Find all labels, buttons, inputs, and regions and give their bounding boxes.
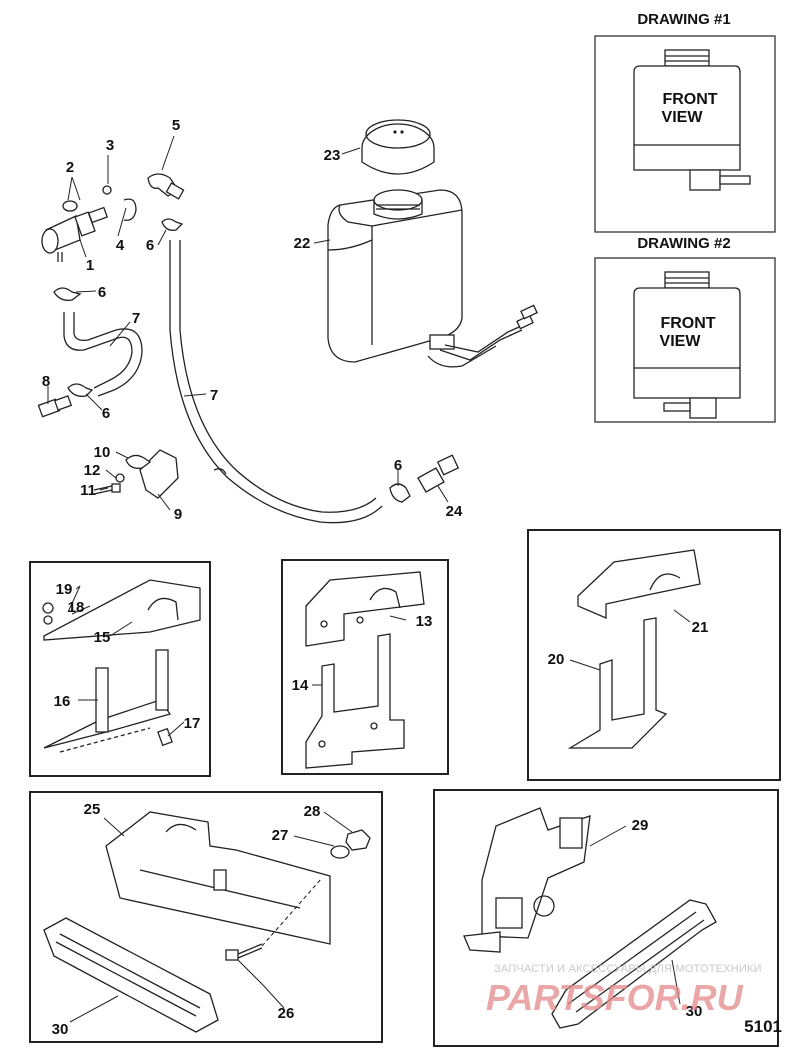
leader-lines <box>47 135 691 1023</box>
callout-9: 9 <box>174 506 182 523</box>
reservoir-cap <box>361 119 435 175</box>
callout-7-long-hose: 7 <box>210 387 218 404</box>
hose-long <box>169 240 383 524</box>
callout-16: 16 <box>54 693 71 710</box>
callout-17: 17 <box>184 715 201 732</box>
callout-labels: 1 2 3 4 5 6 6 6 6 7 7 8 9 10 12 11 23 22… <box>42 117 709 1038</box>
callout-6-lower: 6 <box>102 405 110 422</box>
callout-26: 26 <box>278 1005 295 1022</box>
callout-11: 11 <box>80 482 96 499</box>
callout-7-short-hose: 7 <box>132 310 140 327</box>
callout-25: 25 <box>84 801 101 818</box>
callout-10: 10 <box>94 444 111 461</box>
hose-short <box>63 312 143 397</box>
bracket-box-13-14 <box>281 559 449 775</box>
brackets-25-28-30 <box>43 811 371 1033</box>
drawing-1-panel: DRAWING #1 FRONT VIEW <box>594 11 776 233</box>
callout-19: 19 <box>56 581 73 598</box>
brackets-15-19 <box>42 579 201 753</box>
drawing-2-heading: DRAWING #2 <box>637 235 730 252</box>
bracket-box-29-30 <box>433 789 779 1047</box>
drawing-2-label-line2: VIEW <box>660 333 702 350</box>
callout-28: 28 <box>304 803 321 820</box>
callout-21: 21 <box>692 619 709 636</box>
bracket-box-15-19 <box>29 561 211 777</box>
callout-18: 18 <box>68 599 85 616</box>
brackets-13-14 <box>305 571 425 769</box>
drawing-2-panel: DRAWING #2 FRONT VIEW <box>594 235 776 423</box>
reservoir-tank <box>327 189 538 368</box>
callout-20: 20 <box>548 651 565 668</box>
callout-1: 1 <box>86 257 94 274</box>
callout-14: 14 <box>292 677 309 694</box>
watermark-subtitle: ЗАПЧАСТИ И АКСЕССУАРЫ ДЛЯ МОТОТЕХНИКИ <box>494 963 762 975</box>
callout-4: 4 <box>116 237 125 254</box>
callout-6-upper: 6 <box>146 237 154 254</box>
callout-2: 2 <box>66 159 74 176</box>
callout-23: 23 <box>324 147 341 164</box>
callout-24: 24 <box>446 503 463 520</box>
callout-29: 29 <box>632 817 649 834</box>
watermark-logo: PARTSFOR.RU <box>486 977 744 1018</box>
brackets-29-30 <box>463 807 717 1029</box>
callout-27: 27 <box>272 827 289 844</box>
callout-15: 15 <box>94 629 111 646</box>
callout-30-right: 30 <box>686 1003 703 1020</box>
callout-6-right: 6 <box>394 457 402 474</box>
callout-3: 3 <box>106 137 114 154</box>
fitting-assembly <box>37 173 460 503</box>
callout-13: 13 <box>416 613 433 630</box>
callout-5: 5 <box>172 117 180 134</box>
drawing-1-heading: DRAWING #1 <box>637 11 730 28</box>
callout-8: 8 <box>42 373 50 390</box>
brackets-20-21 <box>567 549 701 749</box>
drawing-1-label-line2: VIEW <box>662 109 704 126</box>
bracket-box-25-28 <box>29 791 383 1043</box>
callout-12: 12 <box>84 462 101 479</box>
bracket-box-20-21 <box>527 529 781 781</box>
figure-number: 5101 <box>744 1017 782 1036</box>
bracket-clamp-assembly <box>93 449 179 499</box>
callout-6-hose: 6 <box>98 284 106 301</box>
callout-30-left: 30 <box>52 1021 69 1038</box>
drawing-1-label-line1: FRONT <box>662 91 717 108</box>
callout-22: 22 <box>294 235 311 252</box>
drawing-2-label-line1: FRONT <box>660 315 715 332</box>
